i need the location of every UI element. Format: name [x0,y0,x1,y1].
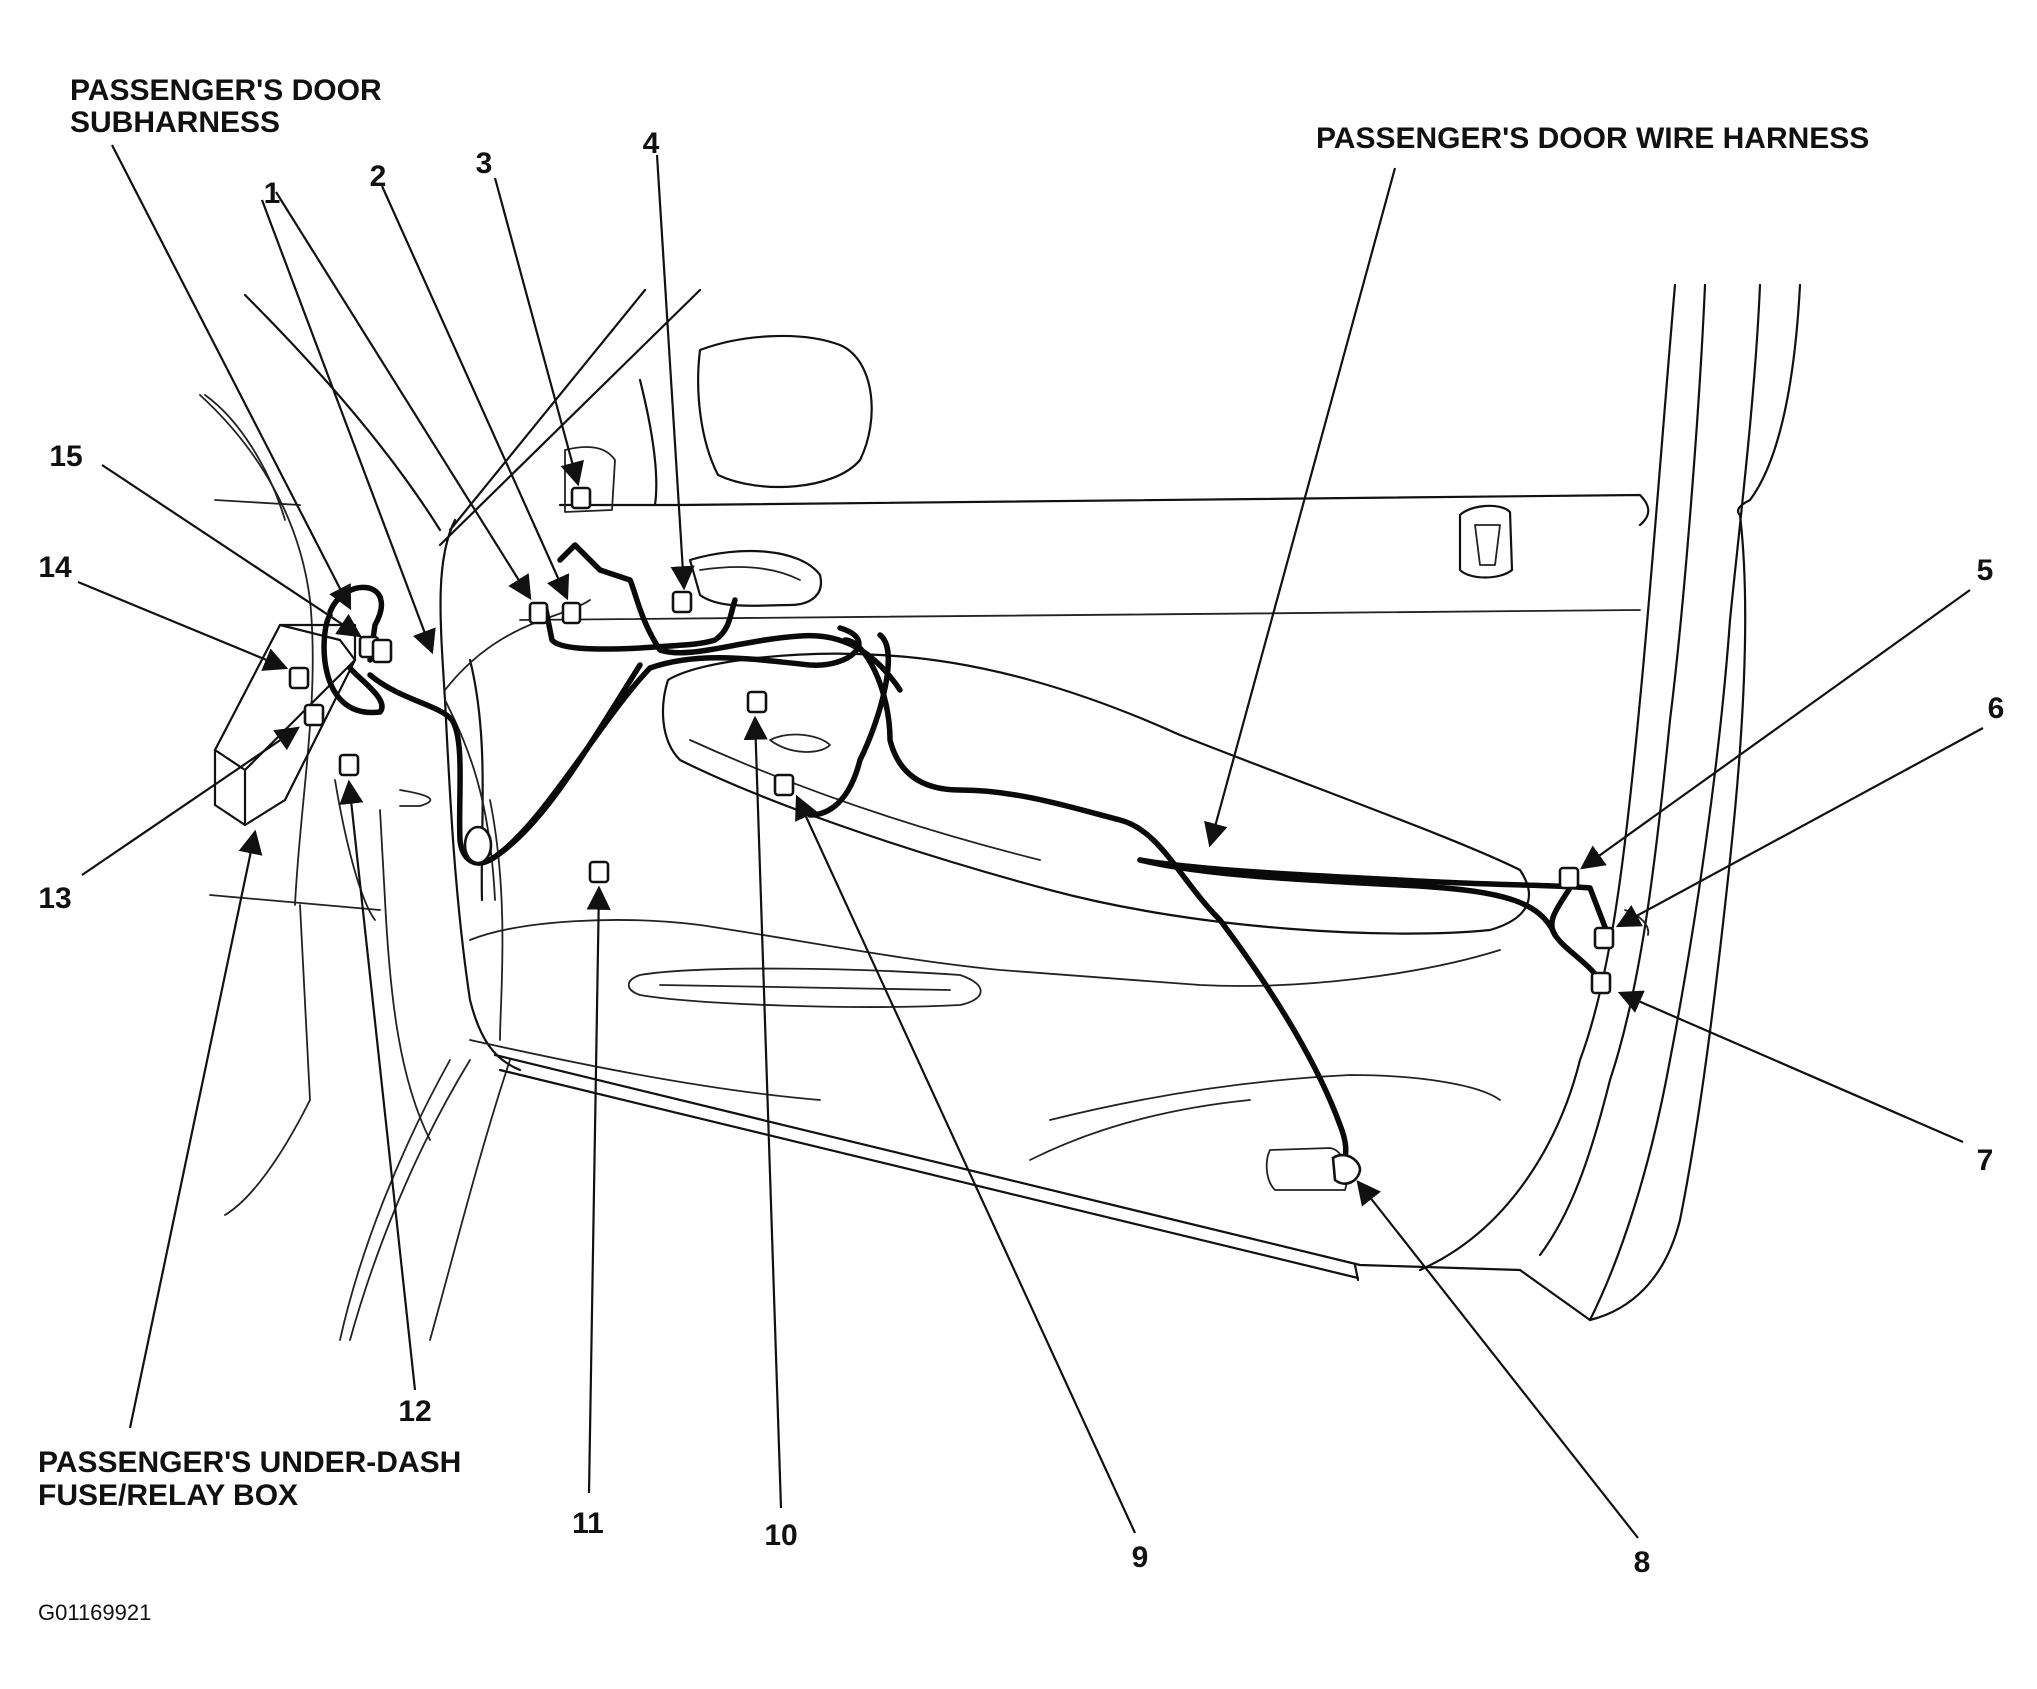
callout-4: 4 [643,127,660,160]
subharness-label-line2: SUBHARNESS [70,106,280,139]
connector-6 [1593,926,1615,950]
dashboard-outline [199,394,511,1341]
fuse-box-label-line1: PASSENGER'S UNDER-DASH [38,1446,461,1479]
figure-code: G01169921 [38,1600,151,1625]
connector-15b [371,638,393,664]
connector-2 [561,601,582,625]
callout-10: 10 [764,1519,797,1552]
connector-7 [1590,971,1612,995]
connector-9 [773,773,795,797]
callout-13: 13 [38,882,71,915]
text-labels: PASSENGER'S DOOR SUBHARNESS PASSENGER'S … [38,74,2004,1625]
callout-3: 3 [476,147,493,180]
connector-3 [570,486,592,510]
wire-harness-label: PASSENGER'S DOOR WIRE HARNESS [1316,122,1869,155]
callout-1: 1 [264,177,281,210]
connector-14 [288,666,310,690]
callout-12: 12 [398,1395,431,1428]
callout-7: 7 [1977,1144,1994,1177]
door-outline [243,283,1802,1322]
connector-1 [528,601,549,625]
connector-5 [1558,866,1580,890]
fuse-box-label-line2: FUSE/RELAY BOX [38,1479,298,1512]
leader-lines [77,144,1984,1539]
subharness-label-line1: PASSENGER'S DOOR [70,74,382,107]
connector-11 [588,860,610,884]
callout-6: 6 [1988,692,2005,725]
connector-8 [1331,1153,1362,1185]
callout-5: 5 [1977,554,1994,587]
callout-11: 11 [572,1507,604,1540]
connector-10 [746,690,768,714]
fuse-relay-box [213,623,357,827]
passenger-door-wire-harness [487,542,1613,1173]
callout-9: 9 [1132,1541,1149,1574]
callout-2: 2 [370,160,387,193]
grommet [463,825,493,865]
connector-13 [303,703,325,727]
connectors [288,486,1615,1185]
callout-8: 8 [1634,1546,1651,1579]
connector-4 [671,590,693,614]
callout-15: 15 [49,440,82,473]
callout-14: 14 [38,551,72,584]
connector-12 [338,753,360,777]
